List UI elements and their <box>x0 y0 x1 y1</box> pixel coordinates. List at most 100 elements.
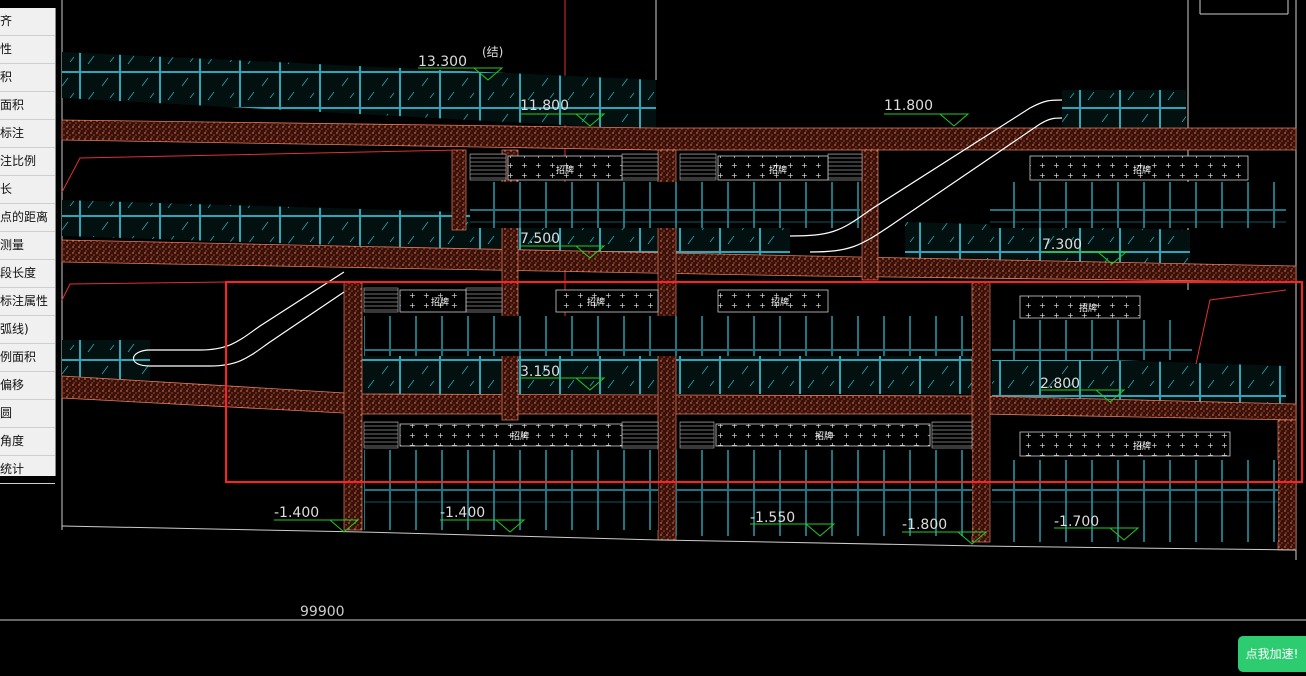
elevation-mark-ground: -1.400 <box>274 505 360 533</box>
signboard-label: 招牌 <box>1133 164 1151 176</box>
menu-item[interactable]: 统计 <box>0 456 55 484</box>
signboard: 招牌 <box>1019 295 1141 319</box>
elevation-mark: 11.800 <box>520 98 606 127</box>
svg-text:(结): (结) <box>482 45 503 59</box>
louver <box>621 421 659 449</box>
louver <box>363 287 399 313</box>
escalator-loop <box>132 349 151 367</box>
menu-item[interactable]: 偏移 <box>0 372 55 400</box>
louver <box>931 421 973 449</box>
louver <box>679 153 717 181</box>
signboard: 招牌 <box>399 423 623 447</box>
shopfront <box>364 316 972 356</box>
menu-item[interactable]: 性 <box>0 36 55 64</box>
shopfront <box>990 182 1286 228</box>
menu-item[interactable]: 角度 <box>0 428 55 456</box>
svg-text:13.300: 13.300 <box>418 54 467 70</box>
glass-railing <box>62 340 150 380</box>
svg-text:11.800: 11.800 <box>520 98 569 114</box>
escalator-upper <box>809 117 1063 253</box>
menu-item[interactable]: 例面积 <box>0 344 55 372</box>
signboard-label: 招牌 <box>815 430 833 442</box>
glass-railing <box>62 52 656 130</box>
elevation-mark-ground: -1.700 <box>1054 514 1140 541</box>
column <box>343 281 363 531</box>
svg-text:7.500: 7.500 <box>520 231 560 247</box>
column <box>861 149 879 281</box>
elevation-mark: 11.800 <box>884 98 970 127</box>
selection-rectangle[interactable] <box>225 281 1303 483</box>
elevation-mark: 7.500 <box>520 231 606 259</box>
elevation-mark: 2.800 <box>1040 376 1126 403</box>
menu-item[interactable]: 齐 <box>0 8 55 36</box>
floor-slab <box>61 119 1297 151</box>
signboard-label: 招牌 <box>556 164 574 176</box>
glass-railing <box>62 200 790 260</box>
dimension-text: 99900 <box>300 604 345 620</box>
elevation-mark-ground: -1.400 <box>440 505 526 533</box>
louver <box>469 153 507 181</box>
menu-item[interactable]: 注比例 <box>0 148 55 176</box>
menu-item[interactable]: 弧线) <box>0 316 55 344</box>
signboard: 招牌 <box>507 155 623 181</box>
signboard: 招牌 <box>1019 431 1231 457</box>
svg-text:-1.700: -1.700 <box>1054 514 1099 530</box>
red-guide-line <box>61 281 229 301</box>
louver <box>827 153 863 181</box>
svg-text:-1.800: -1.800 <box>902 517 947 533</box>
escalator-lower <box>150 291 345 367</box>
elevation-mark-top: 13.300 (结) <box>418 45 503 81</box>
louver <box>363 421 399 449</box>
shopfront <box>364 450 658 530</box>
shopfront <box>992 320 1192 360</box>
menu-item[interactable]: 长 <box>0 176 55 204</box>
glass-railing <box>992 356 1286 404</box>
column <box>971 281 991 543</box>
shopfront <box>676 450 972 536</box>
menu-item[interactable]: 测量 <box>0 232 55 260</box>
svg-text:-1.400: -1.400 <box>440 505 485 521</box>
signboard: 招牌 <box>1029 155 1249 181</box>
signboard-label: 招牌 <box>511 430 529 442</box>
accelerate-button[interactable]: 点我加速! <box>1238 636 1306 672</box>
menu-item[interactable]: 段长度 <box>0 260 55 288</box>
svg-text:11.800: 11.800 <box>884 98 933 114</box>
signboard: 招牌 <box>555 289 659 313</box>
glass-railing <box>1062 90 1186 128</box>
escalator-lower <box>150 271 345 351</box>
signboard-label: 招牌 <box>587 296 605 308</box>
shopfront <box>992 460 1278 542</box>
signboard: 招牌 <box>715 423 931 447</box>
red-guide-line <box>1195 289 1287 365</box>
column <box>451 149 467 231</box>
elevation-mark: 3.150 <box>520 364 606 391</box>
signboard: 招牌 <box>717 155 829 181</box>
louver <box>679 421 715 449</box>
column <box>1277 419 1297 551</box>
signboard-label: 招牌 <box>1133 440 1151 452</box>
side-command-menu: 齐性积面积标注注比例长点的距离测量段长度标注属性弧线)例面积偏移圆角度统计 <box>0 8 56 484</box>
glass-railing <box>905 222 1190 266</box>
signboard-label: 招牌 <box>769 164 787 176</box>
menu-item[interactable]: 积 <box>0 64 55 92</box>
menu-item[interactable]: 标注 <box>0 120 55 148</box>
svg-text:-1.400: -1.400 <box>274 505 319 521</box>
shopfront <box>470 182 860 228</box>
signboard-label: 招牌 <box>1079 302 1097 314</box>
menu-item[interactable]: 标注属性 <box>0 288 55 316</box>
svg-text:7.300: 7.300 <box>1042 237 1082 253</box>
elevation-mark: 7.300 <box>1042 237 1128 265</box>
signboard-label: 招牌 <box>431 296 449 308</box>
menu-item[interactable]: 圆 <box>0 400 55 428</box>
signboard-label: 招牌 <box>771 296 789 308</box>
menu-item[interactable]: 点的距离 <box>0 204 55 232</box>
menu-item[interactable]: 面积 <box>0 92 55 120</box>
louver <box>621 153 659 181</box>
ground-line <box>61 525 1297 551</box>
louver <box>465 287 503 313</box>
elevation-mark-ground: -1.550 <box>750 510 836 537</box>
signboard: 招牌 <box>717 289 829 313</box>
red-guide-line <box>61 149 461 193</box>
escalator-upper <box>789 99 1063 237</box>
